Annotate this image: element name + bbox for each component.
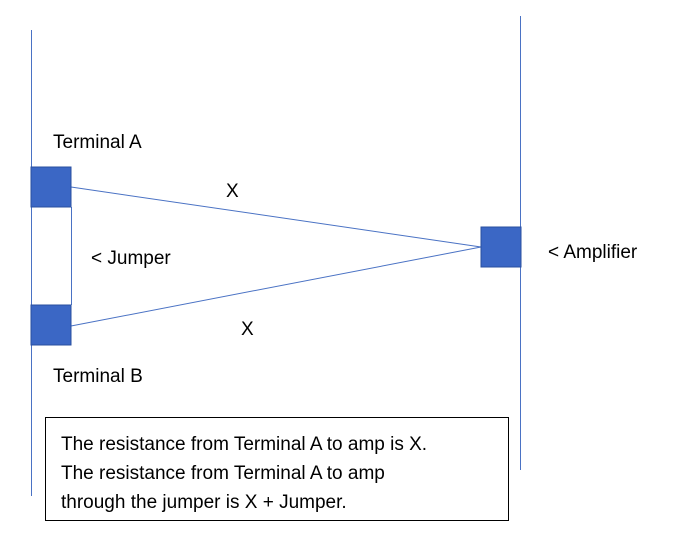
explanation-note-box: The resistance from Terminal A to amp is… [45, 417, 509, 521]
note-line: The resistance from Terminal A to amp [61, 463, 385, 484]
terminal-b-label: Terminal B [53, 366, 143, 387]
terminal-a-label: Terminal A [53, 132, 142, 153]
wire-a-resistance-label: X [226, 181, 239, 202]
amplifier-label: < Amplifier [548, 242, 638, 263]
note-line: through the jumper is X + Jumper. [61, 492, 347, 513]
terminal-b-block [30, 304, 72, 346]
amplifier-block [480, 226, 522, 268]
jumper-label: < Jumper [91, 248, 171, 269]
wire-terminal-a-to-amp [70, 186, 482, 248]
wire-b-resistance-label: X [241, 319, 254, 340]
wire-terminal-b-to-amp [70, 246, 482, 327]
terminal-a-block [30, 166, 72, 208]
note-line: The resistance from Terminal A to amp is… [61, 434, 428, 455]
